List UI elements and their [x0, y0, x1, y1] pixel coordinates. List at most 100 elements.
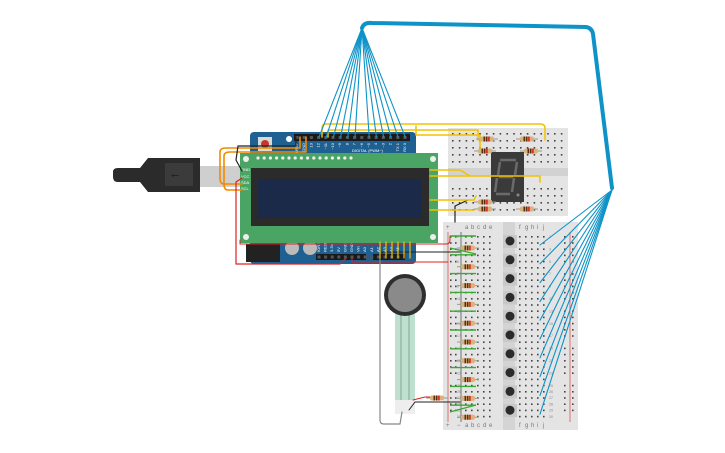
breadboard-hole[interactable]: [525, 236, 527, 238]
breadboard-hole[interactable]: [547, 147, 549, 149]
wire-button[interactable]: [539, 189, 613, 265]
rail-hole[interactable]: [572, 316, 574, 319]
breadboard-hole[interactable]: [492, 133, 495, 135]
breadboard-hole[interactable]: [519, 254, 521, 257]
breadboard-hole[interactable]: [519, 310, 521, 312]
wire-seg-e[interactable]: [429, 175, 541, 183]
breadboard-hole[interactable]: [519, 391, 521, 393]
breadboard-hole[interactable]: [472, 140, 474, 142]
breadboard-hole[interactable]: [525, 322, 527, 325]
breadboard-hole[interactable]: [477, 304, 479, 306]
breadboard-hole[interactable]: [506, 209, 508, 211]
breadboard-hole[interactable]: [483, 341, 485, 343]
wire-digital[interactable]: [318, 27, 363, 138]
breadboard-hole[interactable]: [531, 310, 533, 312]
breadboard-hole[interactable]: [525, 360, 527, 362]
breadboard-hole[interactable]: [465, 403, 467, 405]
breadboard-hole[interactable]: [486, 195, 488, 197]
wire-analog-sensor[interactable]: [379, 257, 403, 425]
breadboard-hole[interactable]: [452, 133, 454, 135]
breadboard-hole[interactable]: [489, 415, 491, 418]
breadboard-hole[interactable]: [525, 329, 527, 331]
breadboard-hole[interactable]: [560, 195, 563, 197]
wire-sensor-red[interactable]: [412, 396, 433, 401]
breadboard-hole[interactable]: [560, 161, 563, 163]
rail-hole[interactable]: [572, 322, 574, 325]
breadboard-hole[interactable]: [540, 188, 542, 190]
breadboard-hole[interactable]: [540, 195, 542, 197]
breadboard-hole[interactable]: [489, 391, 491, 393]
breadboard-hole[interactable]: [540, 202, 542, 204]
breadboard-hole[interactable]: [477, 254, 479, 257]
wire-button[interactable]: [539, 189, 613, 340]
breadboard-hole[interactable]: [537, 242, 539, 244]
breadboard-hole[interactable]: [537, 360, 539, 362]
breadboard-hole[interactable]: [525, 254, 527, 257]
breadboard-hole[interactable]: [519, 403, 521, 405]
breadboard-hole[interactable]: [483, 384, 485, 387]
rail-hole[interactable]: [455, 360, 457, 362]
wire-digital[interactable]: [361, 27, 399, 138]
breadboard-hole[interactable]: [526, 188, 529, 190]
breadboard-hole[interactable]: [519, 397, 521, 399]
header-pin[interactable]: [331, 136, 335, 139]
breadboard-hole[interactable]: [452, 195, 454, 197]
breadboard-hole[interactable]: [543, 322, 545, 325]
breadboard-hole[interactable]: [526, 147, 529, 149]
rail-hole[interactable]: [572, 254, 574, 257]
breadboard-hole[interactable]: [547, 195, 549, 197]
breadboard-hole[interactable]: [525, 242, 527, 244]
rail-hole[interactable]: [450, 298, 452, 300]
breadboard-hole[interactable]: [531, 366, 533, 368]
breadboard-hole[interactable]: [458, 188, 461, 190]
rail-hole[interactable]: [564, 347, 566, 350]
rail-hole[interactable]: [572, 353, 574, 356]
breadboard-hole[interactable]: [477, 415, 479, 418]
breadboard-hole[interactable]: [525, 291, 527, 294]
wire-button[interactable]: [539, 189, 613, 396]
header-pin[interactable]: [317, 255, 321, 259]
wire-button[interactable]: [539, 189, 613, 321]
breadboard-hole[interactable]: [537, 353, 539, 356]
breadboard-hole[interactable]: [543, 335, 545, 337]
breadboard-hole[interactable]: [537, 378, 539, 381]
breadboard-hole[interactable]: [489, 291, 491, 294]
breadboard-hole[interactable]: [483, 378, 485, 381]
breadboard-hole[interactable]: [472, 188, 474, 190]
breadboard-hole[interactable]: [537, 372, 539, 374]
breadboard-hole[interactable]: [525, 366, 527, 368]
breadboard-hole[interactable]: [531, 378, 533, 381]
wire-seg-a[interactable]: [321, 123, 546, 141]
breadboard-hole[interactable]: [489, 322, 491, 325]
breadboard-hole[interactable]: [537, 366, 539, 368]
breadboard-hole[interactable]: [519, 372, 521, 374]
breadboard-hole[interactable]: [531, 273, 533, 275]
breadboard-hole[interactable]: [525, 353, 527, 356]
breadboard-hole[interactable]: [477, 285, 479, 288]
breadboard-hole[interactable]: [465, 372, 467, 374]
breadboard-hole[interactable]: [489, 366, 491, 368]
breadboard-hole[interactable]: [477, 347, 479, 350]
breadboard-hole[interactable]: [519, 409, 521, 412]
rail-hole[interactable]: [450, 391, 452, 393]
rail-hole[interactable]: [455, 316, 457, 319]
breadboard-hole[interactable]: [540, 140, 542, 142]
breadboard-hole[interactable]: [531, 347, 533, 350]
breadboard-hole[interactable]: [489, 260, 491, 263]
rail-hole[interactable]: [572, 242, 574, 244]
breadboard-hole[interactable]: [554, 161, 556, 163]
breadboard-hole[interactable]: [537, 267, 539, 269]
breadboard-hole[interactable]: [465, 316, 467, 319]
rail-hole[interactable]: [455, 279, 457, 281]
rail-hole[interactable]: [564, 285, 566, 288]
breadboard-hole[interactable]: [537, 384, 539, 387]
breadboard-hole[interactable]: [525, 391, 527, 393]
breadboard-hole[interactable]: [483, 335, 485, 337]
breadboard-hole[interactable]: [471, 298, 473, 300]
wire-digital[interactable]: [354, 27, 363, 138]
breadboard-hole[interactable]: [483, 285, 485, 288]
breadboard-hole[interactable]: [506, 140, 508, 142]
rail-hole[interactable]: [572, 397, 574, 399]
breadboard-hole[interactable]: [533, 209, 536, 211]
breadboard-hole[interactable]: [537, 329, 539, 331]
